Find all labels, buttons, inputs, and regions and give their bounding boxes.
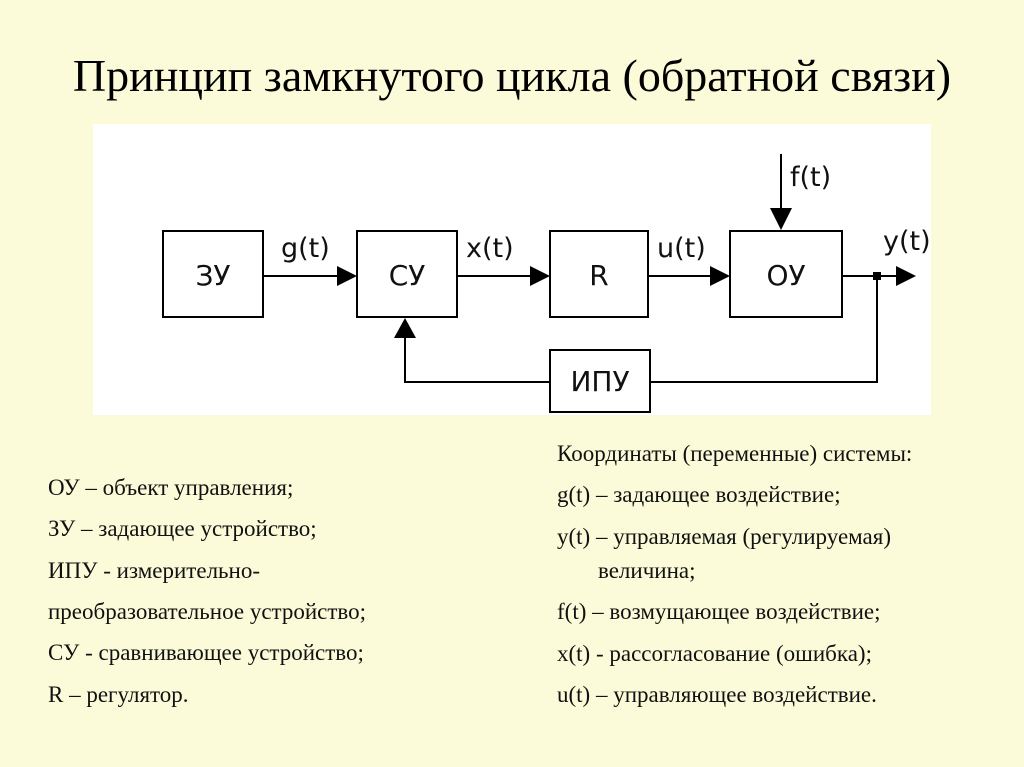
signal-u-label: u(t): [657, 233, 706, 264]
legend-su: СУ - сравнивающее устройство;: [48, 640, 364, 665]
left-legend: ОУ – объект управления; ЗУ – задающее ус…: [48, 475, 478, 725]
signal-y-label: y(t): [883, 226, 931, 257]
variable-g: g(t) – задающее воздействие;: [557, 482, 841, 507]
variables-heading: Координаты (переменные) системы:: [557, 441, 913, 466]
arrow-x: [530, 266, 550, 286]
arrow-feedback: [394, 318, 416, 338]
arrow-y: [896, 266, 916, 286]
feedback-loop: [404, 276, 878, 383]
block-ipu: ИПУ: [549, 349, 651, 413]
block-ipu-label: ИПУ: [570, 365, 629, 398]
variable-y: y(t) – управляемая (регулируемая): [557, 524, 892, 549]
variable-x: x(t) - рассогласование (ошибка);: [557, 641, 872, 666]
legend-ou: ОУ – объект управления;: [48, 475, 294, 500]
block-diagram: ЗУ СУ R ОУ ИПУ: [93, 124, 931, 415]
block-ou: ОУ: [729, 230, 843, 318]
variable-f: f(t) – возмущающее воздействие;: [557, 599, 881, 624]
legend-r: R – регулятор.: [48, 682, 189, 707]
legend-zu: ЗУ – задающее устройство;: [48, 516, 317, 541]
legend-ipu: ИПУ - измерительно-: [48, 558, 260, 583]
arrow-f: [770, 208, 792, 230]
right-legend: Координаты (переменные) системы: g(t) – …: [557, 441, 1017, 731]
forward-arrowheads: [337, 266, 916, 286]
disturbance-input: [770, 154, 792, 230]
block-ou-label: ОУ: [766, 259, 805, 292]
block-diagram-svg: ЗУ СУ R ОУ ИПУ: [162, 154, 931, 413]
block-r: R: [549, 230, 649, 318]
branch-point: [873, 272, 881, 280]
page-title: Принцип замкнутого цикла (обратной связи…: [72, 50, 952, 101]
block-su: СУ: [356, 230, 458, 318]
arrow-u: [710, 266, 730, 286]
block-zu-label: ЗУ: [195, 259, 230, 292]
signal-f-label: f(t): [790, 162, 831, 193]
block-su-label: СУ: [389, 259, 426, 292]
arrow-g: [337, 266, 357, 286]
block-zu: ЗУ: [162, 230, 264, 318]
legend-ipu-cont: преобразовательное устройство;: [48, 599, 367, 624]
block-r-label: R: [589, 259, 608, 292]
variable-y-cont: величина;: [598, 558, 696, 583]
signal-g-label: g(t): [281, 233, 330, 264]
variable-u: u(t) – управляющее воздействие.: [557, 682, 877, 707]
signal-x-label: x(t): [466, 233, 514, 264]
